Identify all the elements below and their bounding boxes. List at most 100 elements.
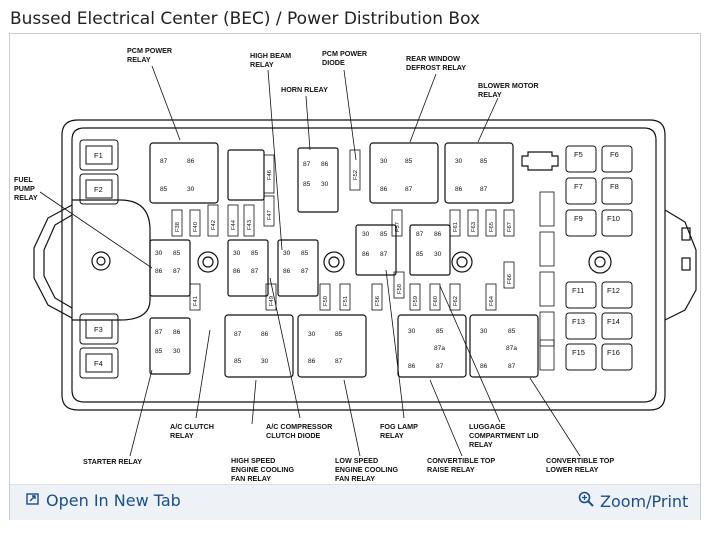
fuse-f58-label: F58 bbox=[397, 284, 403, 294]
svg-text:30: 30 bbox=[321, 181, 329, 188]
zoom-print-label: Zoom/Print bbox=[600, 491, 689, 511]
svg-text:85: 85 bbox=[380, 231, 388, 238]
open-in-new-tab-link[interactable]: Open In New Tab bbox=[26, 491, 181, 510]
callout-starter-relay: STARTER RELAY bbox=[83, 457, 142, 466]
callout-pcm-power-relay-2: RELAY bbox=[127, 55, 151, 64]
svg-text:87: 87 bbox=[160, 158, 168, 165]
callout-ac-clutch-2: RELAY bbox=[170, 431, 194, 440]
open-new-tab-icon bbox=[26, 491, 40, 510]
callout-pcm-power-diode-2: DIODE bbox=[322, 58, 345, 67]
fuse-f7-label: F7 bbox=[574, 182, 583, 191]
svg-text:30: 30 bbox=[187, 186, 195, 193]
fuse-f16-label: F16 bbox=[607, 348, 620, 357]
fuse-f59-label: F59 bbox=[413, 296, 419, 306]
svg-text:30: 30 bbox=[173, 348, 181, 355]
pcm-diode-box bbox=[227, 149, 265, 201]
svg-text:86: 86 bbox=[362, 251, 370, 258]
svg-text:30: 30 bbox=[261, 358, 269, 365]
callout-low-speed-fan-2: ENGINE COOLING bbox=[335, 465, 399, 474]
callout-high-speed-fan-3: FAN RELAY bbox=[231, 474, 271, 483]
callout-luggage-3: RELAY bbox=[469, 440, 493, 449]
zoom-print-link[interactable]: Zoom/Print bbox=[578, 491, 688, 511]
zoom-icon bbox=[578, 491, 594, 511]
svg-text:86: 86 bbox=[380, 186, 388, 193]
open-in-new-tab-label: Open In New Tab bbox=[46, 491, 181, 510]
fuse-f40-label: F40 bbox=[193, 222, 199, 232]
high-beam-relay bbox=[227, 239, 269, 297]
svg-text:85: 85 bbox=[251, 250, 259, 257]
callout-high-speed-fan-2: ENGINE COOLING bbox=[231, 465, 295, 474]
svg-text:30: 30 bbox=[308, 331, 316, 338]
fuse-f9-label: F9 bbox=[574, 214, 583, 223]
fuse-f56-label: F56 bbox=[375, 296, 381, 306]
svg-text:87: 87 bbox=[155, 329, 163, 336]
fuse-f12-label: F12 bbox=[607, 286, 620, 295]
relay-upper-2 bbox=[409, 224, 451, 276]
svg-text:86: 86 bbox=[321, 161, 329, 168]
svg-text:30: 30 bbox=[455, 158, 463, 165]
svg-text:86: 86 bbox=[283, 268, 291, 275]
svg-text:87: 87 bbox=[416, 231, 424, 238]
svg-text:86: 86 bbox=[455, 186, 463, 193]
fuse-f41-label: F41 bbox=[193, 296, 199, 306]
svg-text:87: 87 bbox=[251, 268, 259, 275]
convertible-lower-relay bbox=[469, 314, 539, 378]
fuse-f60-label: F60 bbox=[433, 296, 439, 306]
svg-text:85: 85 bbox=[436, 328, 444, 335]
svg-text:85: 85 bbox=[303, 181, 311, 188]
svg-text:85: 85 bbox=[234, 358, 242, 365]
fuse-f43-label: F43 bbox=[247, 220, 253, 230]
page-title: Bussed Electrical Center (BEC) / Power D… bbox=[10, 9, 481, 29]
callout-rear-defrost-1: REAR WINDOW bbox=[406, 54, 460, 63]
horn-relay bbox=[297, 147, 339, 213]
callout-horn-relay: HORN RLEAY bbox=[281, 85, 328, 94]
svg-text:85: 85 bbox=[173, 250, 181, 257]
fog-lamp-relay-upper bbox=[355, 224, 397, 276]
left-mount bbox=[33, 204, 73, 319]
fuse-f67-label: F67 bbox=[507, 222, 513, 232]
diagram-frame bbox=[9, 33, 701, 520]
callout-ac-clutch-1: A/C CLUTCH bbox=[170, 422, 214, 431]
fuse-f42-label: F42 bbox=[211, 220, 217, 230]
svg-text:85: 85 bbox=[480, 158, 488, 165]
housing-outline bbox=[61, 119, 666, 411]
svg-text:85: 85 bbox=[405, 158, 413, 165]
fuse-f66-label: F66 bbox=[507, 274, 513, 284]
fuse-f10-label: F10 bbox=[607, 214, 620, 223]
svg-text:86: 86 bbox=[233, 268, 241, 275]
callout-conv-lower-2: LOWER RELAY bbox=[546, 465, 599, 474]
callout-low-speed-fan-3: FAN RELAY bbox=[335, 474, 375, 483]
svg-text:86: 86 bbox=[408, 363, 416, 370]
fuse-f3-label: F3 bbox=[94, 325, 103, 334]
svg-text:85: 85 bbox=[155, 348, 163, 355]
fuse-f61-label: F61 bbox=[453, 222, 459, 232]
callout-ac-comp-diode-2: CLUTCH DIODE bbox=[266, 431, 321, 440]
callout-pcm-power-diode-1: PCM POWER bbox=[322, 49, 368, 58]
svg-text:30: 30 bbox=[233, 250, 241, 257]
fuse-f13-label: F13 bbox=[572, 317, 585, 326]
svg-text:85: 85 bbox=[301, 250, 309, 257]
fuse-f15-label: F15 bbox=[572, 348, 585, 357]
fuse-f57-label: F57 bbox=[395, 222, 401, 232]
callout-fuel-pump-3: RELAY bbox=[14, 193, 38, 202]
callout-conv-raise-1: CONVERTIBLE TOP bbox=[427, 456, 495, 465]
fuse-f64-label: F64 bbox=[489, 295, 495, 306]
right-mount bbox=[664, 209, 697, 321]
svg-text:86: 86 bbox=[187, 158, 195, 165]
svg-text:87a: 87a bbox=[506, 345, 517, 352]
fuse-f4-label: F4 bbox=[94, 359, 103, 368]
low-speed-fan-relay bbox=[297, 314, 367, 378]
callout-low-speed-fan-1: LOW SPEED bbox=[335, 456, 378, 465]
svg-text:30: 30 bbox=[380, 158, 388, 165]
fuse-f8-label: F8 bbox=[610, 182, 619, 191]
callout-high-beam-relay-1: HIGH BEAM bbox=[250, 51, 291, 60]
svg-text:86: 86 bbox=[261, 331, 269, 338]
fuse-f49-label: F49 bbox=[269, 296, 275, 306]
svg-text:30: 30 bbox=[283, 250, 291, 257]
svg-text:87a: 87a bbox=[434, 345, 445, 352]
svg-text:86: 86 bbox=[308, 358, 316, 365]
svg-text:30: 30 bbox=[155, 250, 163, 257]
svg-text:87: 87 bbox=[508, 363, 516, 370]
callout-fuel-pump-2: PUMP bbox=[14, 184, 35, 193]
